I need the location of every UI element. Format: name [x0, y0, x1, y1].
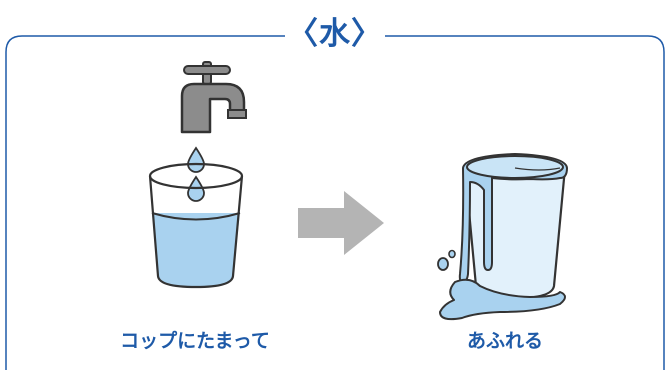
section-title: 〈水〉 [285, 12, 385, 56]
water-puddle-icon [437, 249, 566, 321]
caption-after: あふれる [466, 330, 543, 352]
caption-before: コップにたまって [120, 330, 270, 352]
faucet-icon [180, 61, 247, 134]
glass-icon [148, 162, 244, 289]
arrow-right-icon [298, 191, 384, 255]
overflowing-glass-icon [458, 153, 568, 300]
water-drop-icon [187, 146, 205, 202]
